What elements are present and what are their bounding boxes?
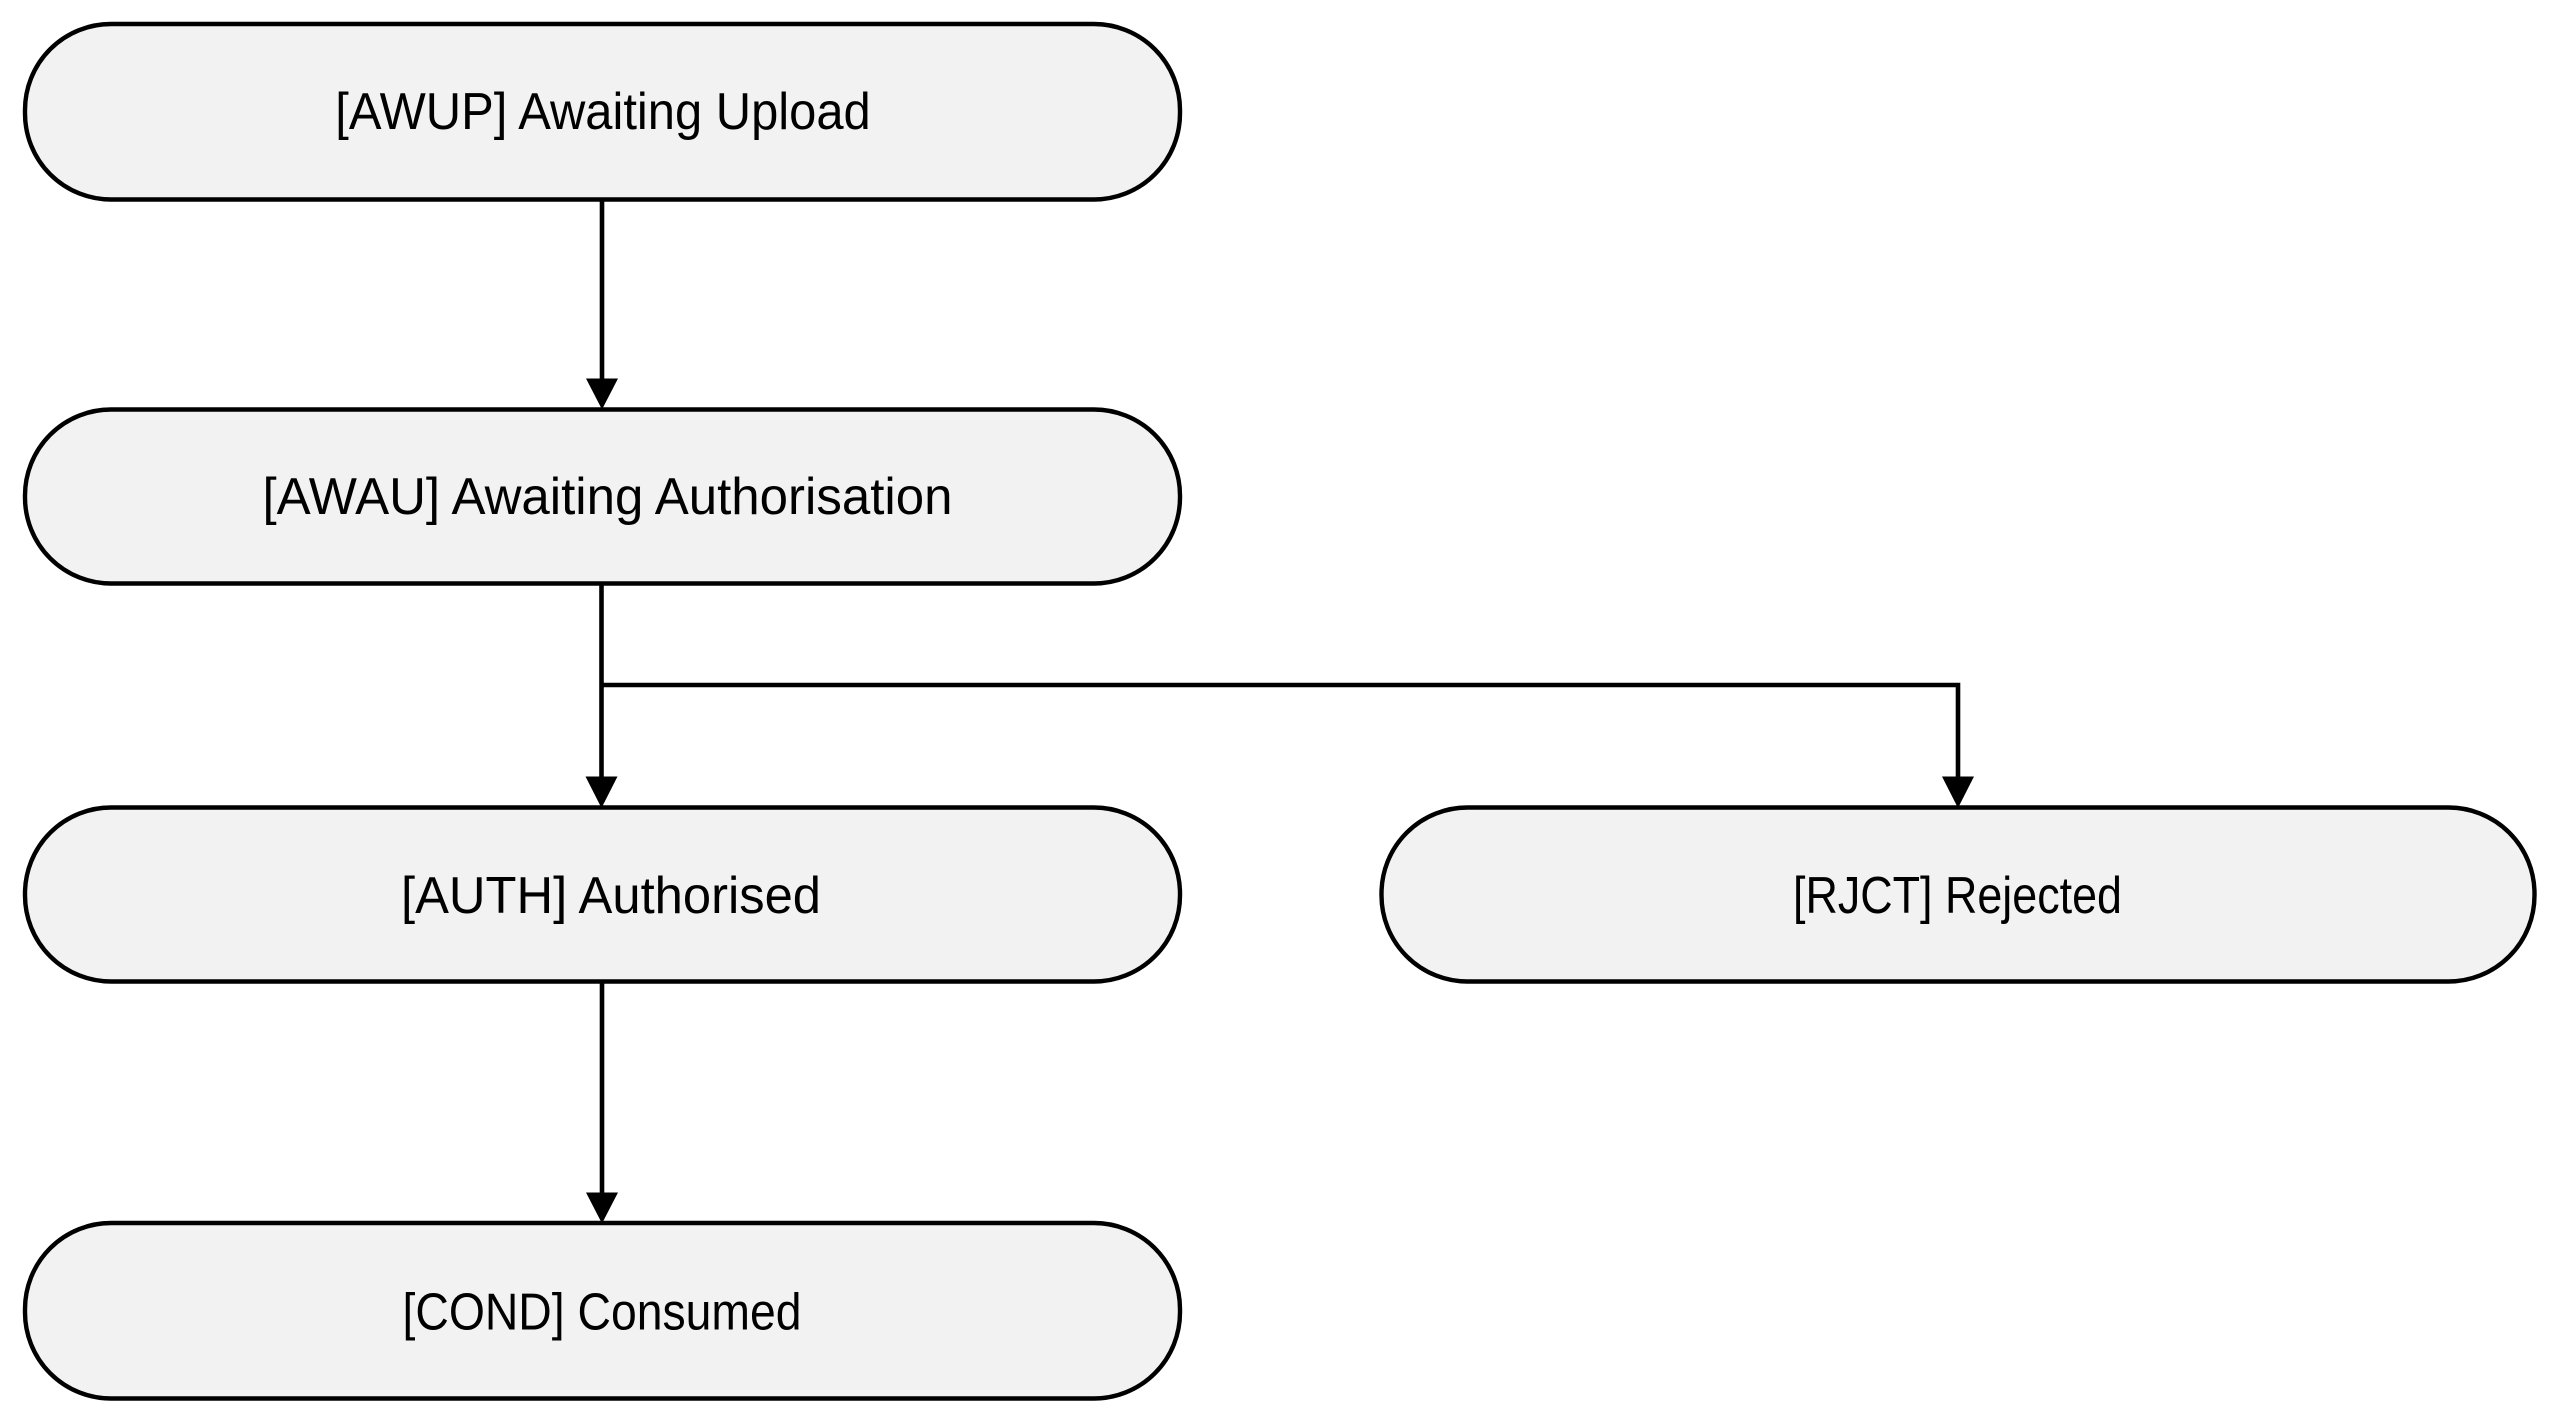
svg-text:[RJCT] Rejected: [RJCT] Rejected xyxy=(1793,867,2122,925)
svg-text:[COND] Consumed: [COND] Consumed xyxy=(403,1284,802,1342)
svg-text:[AWAU] Awaiting Authorisation: [AWAU] Awaiting Authorisation xyxy=(263,468,953,526)
svg-text:[AUTH] Authorised: [AUTH] Authorised xyxy=(401,867,821,925)
svg-text:[AWUP] Awaiting Upload: [AWUP] Awaiting Upload xyxy=(335,83,871,141)
